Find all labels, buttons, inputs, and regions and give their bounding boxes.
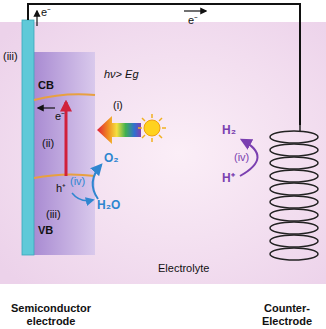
- counter-electrode-coil: [270, 131, 318, 260]
- product-label: H₂: [222, 124, 236, 137]
- external-wire: [28, 4, 300, 125]
- hole-transfer-arrow: [72, 193, 93, 201]
- step-number: (iv): [70, 175, 85, 188]
- coil-winding: [270, 144, 318, 156]
- reactant-label: H₂O: [97, 199, 120, 212]
- counter-electrode-region: Counter- Electrode: [250, 125, 324, 328]
- hole-label: h⁺: [56, 182, 66, 195]
- electrolyte-region: [0, 22, 326, 284]
- coil-winding: [270, 248, 318, 260]
- electrode-name: Counter- Electrode: [250, 302, 324, 328]
- coil-winding: [270, 235, 318, 247]
- coil-winding: [270, 183, 318, 195]
- coil-winding: [270, 157, 318, 169]
- conduction-band: [34, 94, 95, 100]
- coil-winding: [270, 196, 318, 208]
- photon-energy-label: hν> Eg: [104, 68, 139, 81]
- semiconductor-slab: [34, 52, 95, 255]
- electrode-name: Semiconductor electrode: [0, 302, 102, 328]
- coil-winding: [270, 131, 318, 143]
- coil-winding: [270, 222, 318, 234]
- electrode-label-region: Semiconductor electrode: [0, 20, 102, 328]
- electron-flow-arrow: [184, 10, 206, 11]
- band-label: CB: [38, 79, 54, 92]
- conductive-substrate: [22, 20, 34, 255]
- oxidation-arrow: [93, 165, 101, 199]
- product-label: O₂: [104, 152, 119, 165]
- electron-label: e⁻: [55, 110, 65, 123]
- sun-icon: [138, 114, 166, 142]
- reactant-label: H⁺: [222, 172, 235, 185]
- electron-transfer-arrow: [38, 107, 55, 108]
- step-number: (iv): [234, 151, 249, 164]
- region-label: Electrolyte: [158, 262, 209, 275]
- step-number: (ii): [42, 137, 54, 150]
- band-label: VB: [38, 224, 53, 237]
- coil-winding: [270, 209, 318, 221]
- step-number: (i): [113, 99, 123, 112]
- step-number: (iii): [46, 208, 61, 221]
- coil-winding: [270, 170, 318, 182]
- electron-flow-arrow: [36, 11, 37, 26]
- light-arrow: [97, 116, 141, 144]
- electron-label: e⁻: [188, 14, 198, 27]
- electron-label: e⁻: [41, 6, 51, 19]
- step-number: (iii): [3, 50, 18, 63]
- coil-lead: [299, 125, 301, 131]
